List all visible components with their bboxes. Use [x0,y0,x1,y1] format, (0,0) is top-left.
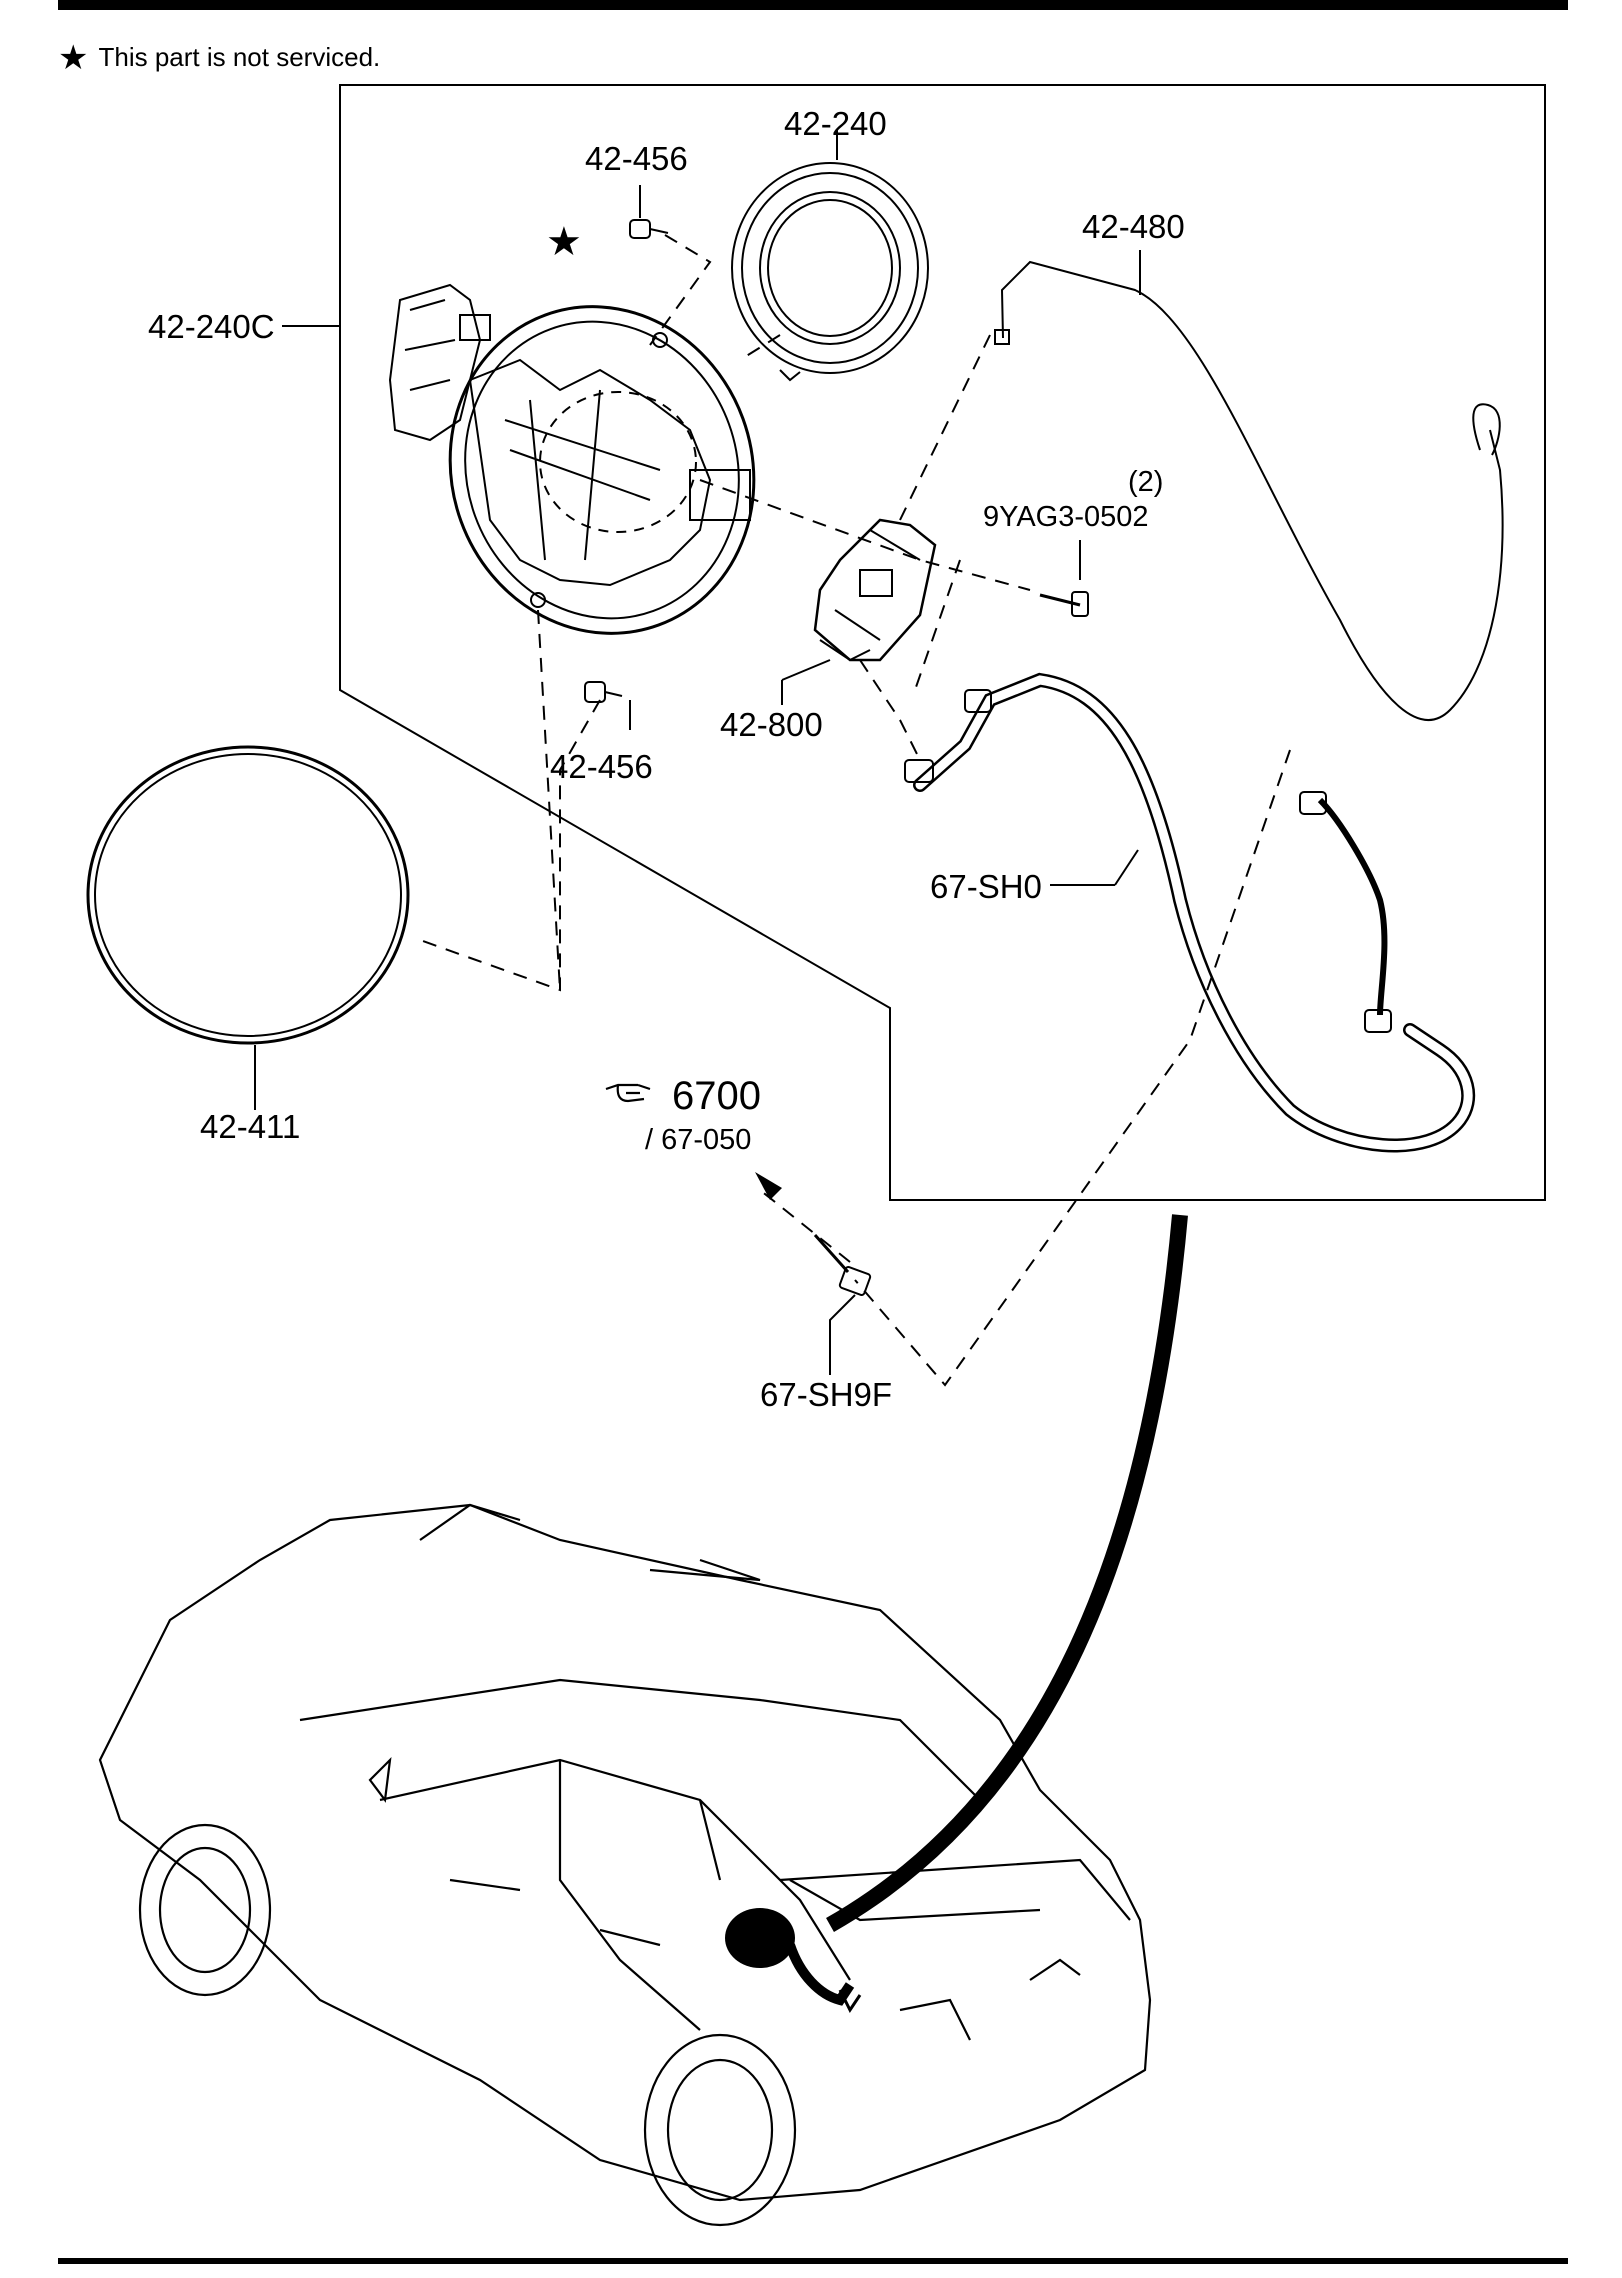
label-42-800: 42-800 [720,706,823,743]
label-42-240: 42-240 [784,105,887,142]
connector [813,1234,872,1375]
bolt [1039,540,1089,617]
assembly-dashes [419,234,1291,1387]
unserviced-star-marker: ★ [546,220,582,264]
screw-bottom [584,681,631,730]
label-67-SH9F: 67-SH9F [760,1376,893,1413]
fuel-lid [86,745,410,1110]
label-ref-67-050: / 67-050 [645,1124,752,1156]
ref-arrow-head [755,1172,782,1200]
screw-top [629,185,669,239]
label-67-SH0: 67-SH0 [930,868,1042,905]
label-ref-6700: 6700 [672,1074,761,1118]
star-icon: ★ [58,39,89,77]
label-42-240C: 42-240C [148,308,275,345]
note-text: This part is not serviced. [98,42,381,72]
wiring-harness [904,672,1476,1153]
pointing-hand-icon [605,1083,651,1103]
top-rule [58,0,1568,10]
label-42-480: 42-480 [1082,208,1185,245]
label-42-456-top: 42-456 [585,140,688,177]
label-qty: (2) [1128,466,1164,498]
packing-ring [731,130,929,382]
vehicle [98,1503,1152,2227]
label-42-411: 42-411 [200,1108,301,1145]
label-9YAG3-0502: 9YAG3-0502 [983,501,1149,533]
vehicle-fuel-door [725,1908,862,2013]
label-42-456-bottom: 42-456 [550,748,653,785]
assembly-boundary [339,84,1546,1201]
zoom-callout [826,1214,1188,1932]
not-serviced-note: ★ This part is not serviced. [58,38,380,78]
release-cable [994,250,1504,721]
fuel-lid-housing [388,283,756,635]
bottom-rule [58,2258,1568,2264]
lid-actuator [781,518,937,705]
